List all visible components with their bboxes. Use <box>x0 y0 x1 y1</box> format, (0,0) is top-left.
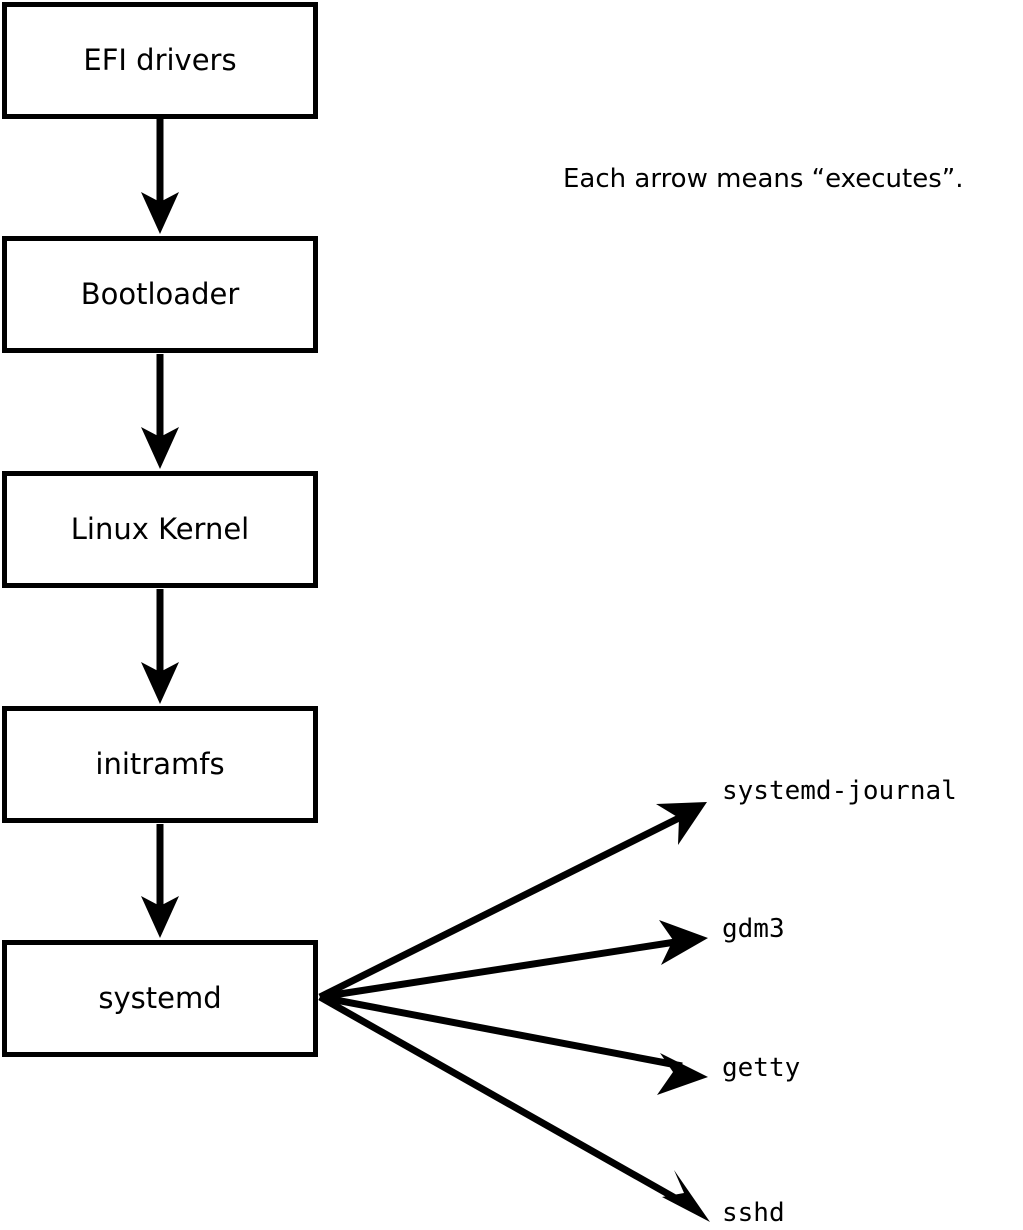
fan-arrow-line <box>318 993 686 1207</box>
fan-arrow-systemd-journal <box>318 802 707 1001</box>
fan-arrow-line <box>318 812 685 1001</box>
fan-arrow-line <box>319 993 683 1070</box>
fan-arrow-head <box>657 1053 708 1095</box>
leaf-label-gdm3[interactable]: gdm3 <box>722 914 785 944</box>
chain-arrow-head <box>141 192 179 234</box>
chain-arrow-head <box>141 662 179 704</box>
chain-arrow-head <box>141 427 179 469</box>
chain-arrow-head <box>141 896 179 938</box>
chain-arrow-linux-kernel-to-initramfs <box>141 589 179 704</box>
fan-arrow-head <box>662 1170 710 1222</box>
fan-arrow-getty <box>319 993 708 1095</box>
node-label-efi-drivers: EFI drivers <box>83 43 237 77</box>
chain-arrow-efi-drivers-to-bootloader <box>141 119 179 234</box>
leaf-label-systemd-journal[interactable]: systemd-journal <box>722 776 957 806</box>
node-efi-drivers[interactable]: EFI drivers <box>2 2 318 119</box>
diagram-caption: Each arrow means “executes”. <box>563 164 964 194</box>
leaf-label-getty[interactable]: getty <box>722 1053 801 1083</box>
fan-arrow-head <box>659 920 708 965</box>
node-systemd[interactable]: systemd <box>2 940 318 1057</box>
chain-arrow-initramfs-to-systemd <box>141 824 179 938</box>
node-label-systemd: systemd <box>98 981 222 1015</box>
node-initramfs[interactable]: initramfs <box>2 706 318 823</box>
node-label-initramfs: initramfs <box>95 747 225 781</box>
node-bootloader[interactable]: Bootloader <box>2 236 318 353</box>
leaf-label-sshd[interactable]: sshd <box>722 1198 785 1228</box>
fan-arrow-sshd <box>318 993 710 1222</box>
chain-arrow-bootloader-to-linux-kernel <box>141 354 179 469</box>
node-label-bootloader: Bootloader <box>80 277 240 311</box>
fan-arrow-gdm3 <box>319 920 708 1001</box>
fan-arrow-line <box>319 937 683 1001</box>
node-label-linux-kernel: Linux Kernel <box>70 512 250 546</box>
fan-arrow-head <box>656 802 707 845</box>
node-linux-kernel[interactable]: Linux Kernel <box>2 471 318 588</box>
